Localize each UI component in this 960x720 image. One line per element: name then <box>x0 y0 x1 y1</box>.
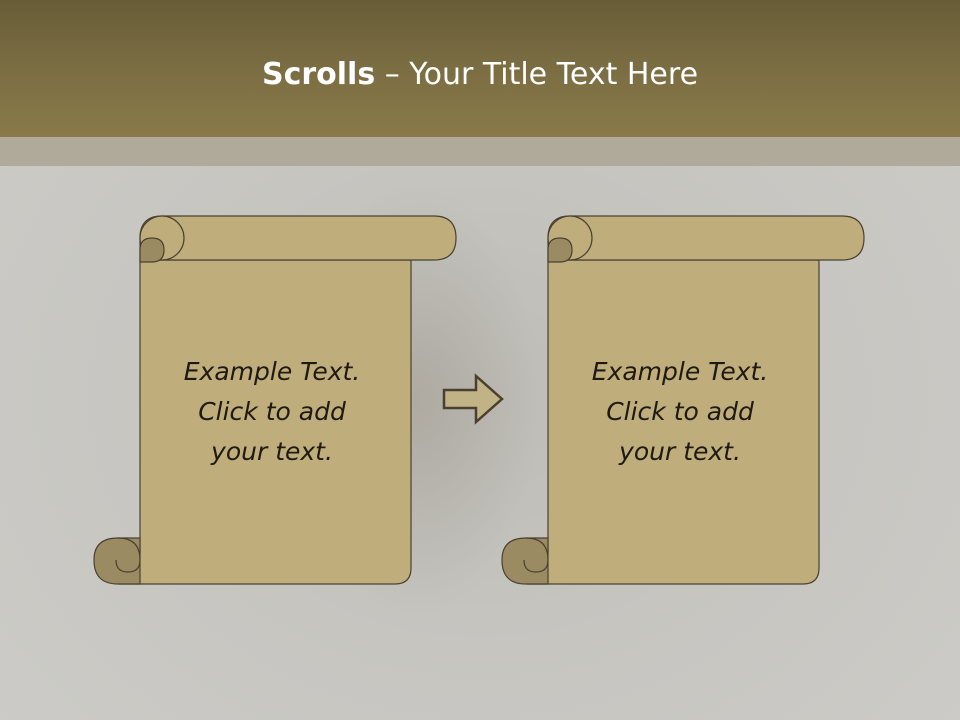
scroll-text[interactable]: Example Text. Click to add your text. <box>560 352 800 472</box>
scroll-line: Click to add <box>198 397 346 426</box>
slide-title[interactable]: Scrolls – Your Title Text Here <box>0 52 960 98</box>
header-band <box>0 137 960 166</box>
scroll-line: Example Text. <box>591 357 769 386</box>
scroll-shape <box>93 215 457 585</box>
title-rest: – Your Title Text Here <box>375 57 699 92</box>
scroll-left[interactable]: Example Text. Click to add your text. <box>92 214 472 594</box>
scroll-line: your text. <box>619 437 741 466</box>
scroll-text[interactable]: Example Text. Click to add your text. <box>152 352 392 472</box>
scroll-line: Click to add <box>606 397 754 426</box>
scroll-line: your text. <box>211 437 333 466</box>
title-bar: Scrolls – Your Title Text Here <box>0 0 960 137</box>
title-bold: Scrolls <box>261 57 376 92</box>
right-arrow-icon <box>440 372 506 430</box>
scroll-right[interactable]: Example Text. Click to add your text. <box>500 214 880 594</box>
scroll-line: Example Text. <box>183 357 361 386</box>
scroll-shape <box>501 215 865 585</box>
